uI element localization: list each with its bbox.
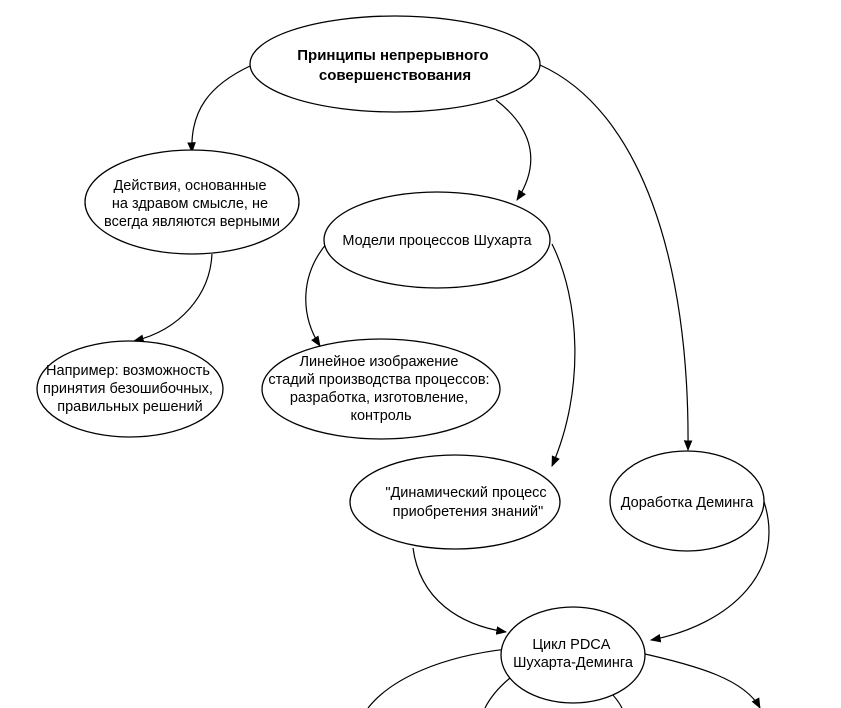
node-example-line-3: правильных решений xyxy=(57,399,203,415)
node-linear: Линейное изображение стадий производства… xyxy=(261,338,501,440)
node-deming-shape xyxy=(609,450,765,552)
node-dynamic-shape xyxy=(349,454,561,550)
node-common-sense-line-3: всегда являются верными xyxy=(104,214,280,230)
node-common-sense-shape xyxy=(84,149,300,255)
node-dynamic-line-1: "Динамический процесс xyxy=(385,485,546,501)
node-shewhart-models-shape xyxy=(323,191,551,289)
edge-pdca-out-right xyxy=(635,651,761,708)
node-dynamic-line-2: приобретения знаний" xyxy=(393,504,544,520)
edge-pdca-out-left xyxy=(367,647,518,708)
edge-shewhart-to-linear xyxy=(305,242,328,347)
node-dynamic-label: "Динамический процесс приобретения знани… xyxy=(385,485,550,520)
node-root-shape xyxy=(249,15,541,113)
node-linear-shape xyxy=(261,338,501,440)
node-deming-line-1: Доработка Деминга xyxy=(621,495,755,511)
node-common-sense-label: Действия, основанные на здравом смысле, … xyxy=(104,178,280,230)
node-pdca: Цикл PDCA Шухарта-Деминга xyxy=(500,606,646,704)
node-root-line-2: совершенствования xyxy=(319,67,471,84)
node-dynamic: "Динамический процесс приобретения знани… xyxy=(349,454,561,550)
node-linear-line-1: Линейное изображение xyxy=(299,354,458,370)
node-example-line-2: принятия безошибочных, xyxy=(43,381,213,397)
edge-root-to-deming xyxy=(539,64,693,452)
node-linear-line-3: разработка, изготовление, xyxy=(290,390,468,406)
node-deming-label: Доработка Деминга xyxy=(621,495,755,511)
node-linear-line-4: контроль xyxy=(350,408,411,424)
node-deming: Доработка Деминга xyxy=(609,450,765,552)
node-pdca-shape xyxy=(500,606,646,704)
node-example-line-1: Например: возможность xyxy=(46,363,210,379)
node-pdca-line-2: Шухарта-Деминга xyxy=(513,655,634,671)
node-example-label: Например: возможность принятия безошибоч… xyxy=(43,363,217,415)
node-common-sense-line-1: Действия, основанные xyxy=(113,178,266,194)
node-common-sense: Действия, основанные на здравом смысле, … xyxy=(84,149,300,255)
node-root-line-1: Принципы непрерывного xyxy=(297,47,488,64)
edge-root-to-shewhart-models xyxy=(495,99,532,201)
edge-common-sense-to-example xyxy=(132,253,213,343)
node-shewhart-models-line-1: Модели процессов Шухарта xyxy=(342,233,532,249)
edge-root-to-common-sense xyxy=(187,65,251,154)
node-example-shape xyxy=(36,340,224,438)
node-shewhart-models-label: Модели процессов Шухарта xyxy=(342,233,532,249)
node-root-label: Принципы непрерывного совершенствования xyxy=(297,47,492,84)
edge-dynamic-to-pdca xyxy=(412,547,508,635)
edge-deming-to-pdca xyxy=(649,495,770,643)
node-example: Например: возможность принятия безошибоч… xyxy=(36,340,224,438)
node-shewhart-models: Модели процессов Шухарта xyxy=(323,191,551,289)
node-root: Принципы непрерывного совершенствования xyxy=(249,15,541,113)
node-linear-line-2: стадий производства процессов: xyxy=(268,372,489,388)
node-pdca-line-1: Цикл PDCA xyxy=(532,637,610,653)
node-common-sense-line-2: на здравом смысле, не xyxy=(112,196,268,212)
edge-shewhart-to-dynamic xyxy=(551,243,576,467)
node-linear-label: Линейное изображение стадий производства… xyxy=(268,354,493,424)
node-pdca-label: Цикл PDCA Шухарта-Деминга xyxy=(513,637,634,671)
edge-pdca-out-mid-left xyxy=(484,677,511,708)
